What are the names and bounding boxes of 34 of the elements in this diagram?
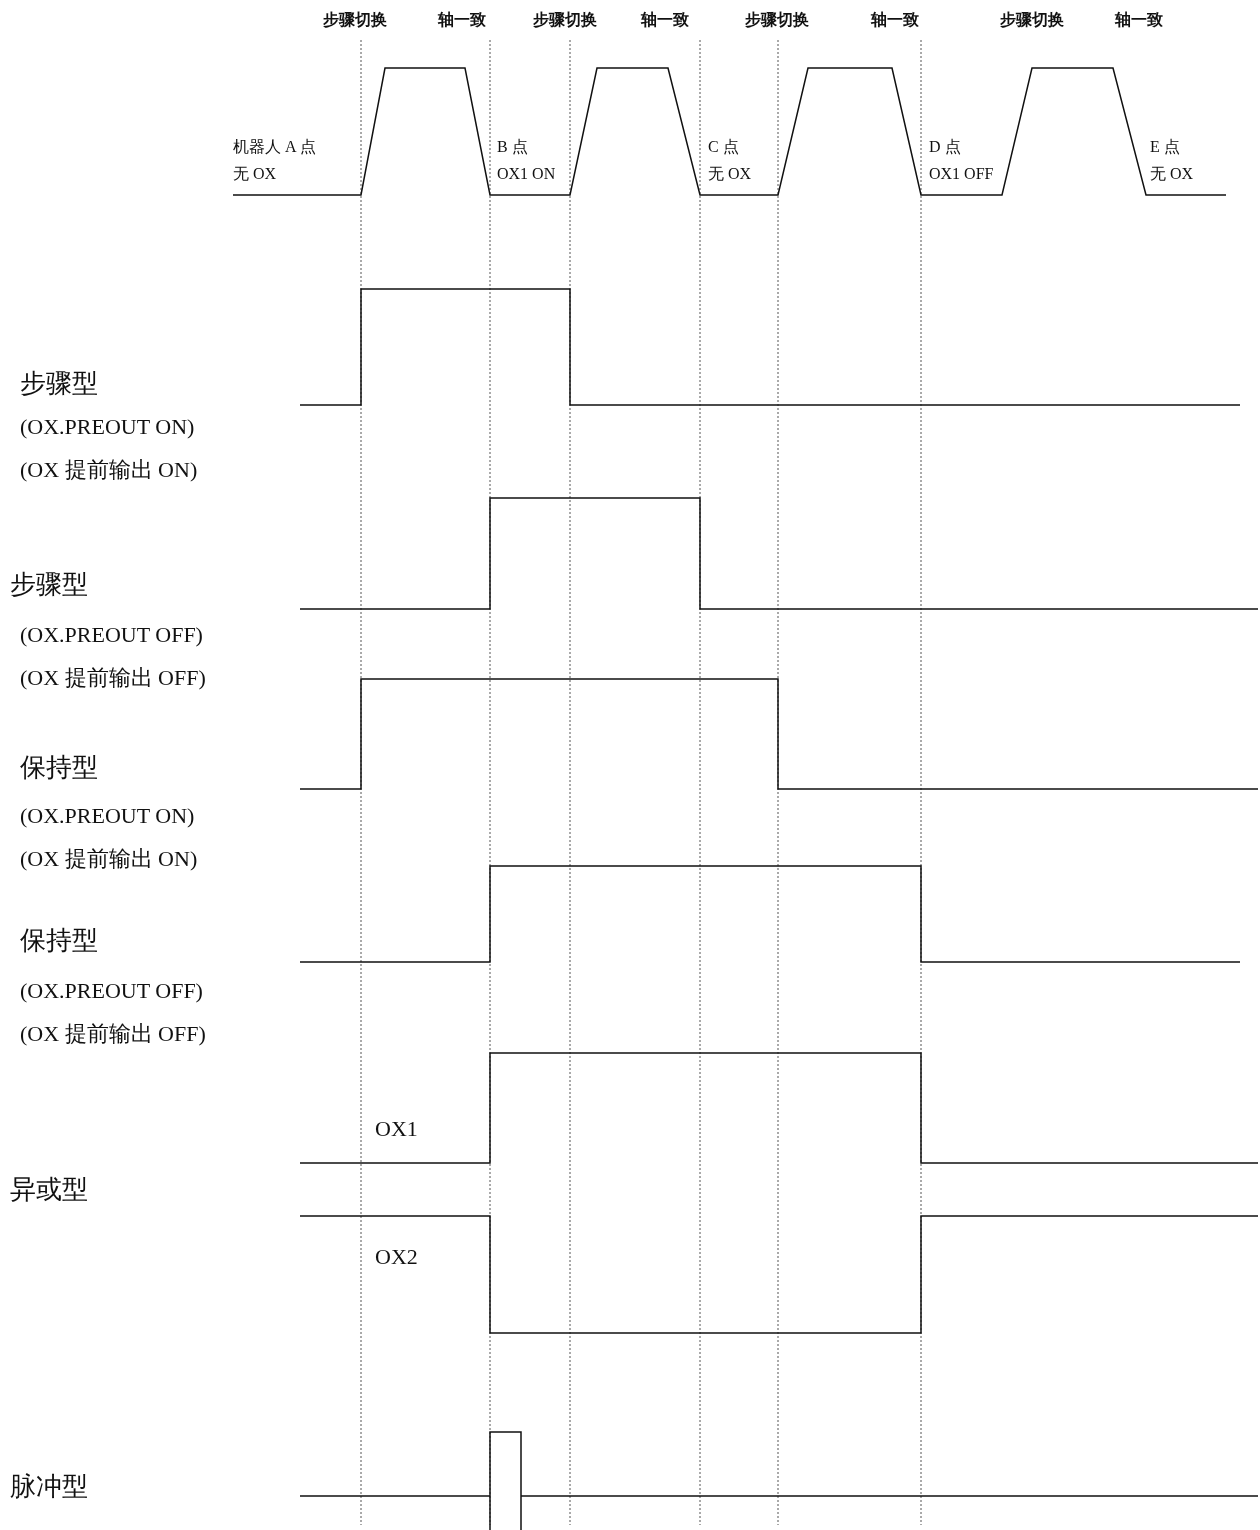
signal-name: OX1 [375,1115,418,1141]
phase-label: 步骤切换 [323,11,387,30]
phase-label: 步骤切换 [745,11,809,30]
point-label: D 点 [929,138,961,157]
signal-label: 步骤型 [10,570,88,600]
point-label: B 点 [497,138,528,157]
phase-label: 轴一致 [871,11,919,30]
phase-label: 步骤切换 [533,11,597,30]
signal-note: (OX 提前输出 OFF) [20,664,206,690]
point-label: C 点 [708,138,739,157]
signal-label: 步骤型 [20,369,98,399]
signal-note: (OX.PREOUT ON) [20,802,195,828]
phase-label: 轴一致 [641,11,689,30]
signal-note: (OX.PREOUT OFF) [20,977,203,1003]
phase-label: 步骤切换 [1000,11,1064,30]
signal-label: 保持型 [20,753,98,783]
phase-label: 轴一致 [1115,11,1163,30]
point-label: OX1 ON [497,165,556,184]
signal-label: 脉冲型 [10,1472,88,1502]
signal-note: (OX.PREOUT OFF) [20,621,203,647]
phase-label: 轴一致 [438,11,486,30]
signal-name: OX2 [375,1243,418,1269]
point-label: 机器人 A 点 [233,138,316,157]
point-label: 无 OX [1150,165,1194,184]
signal-note: (OX.PREOUT ON) [20,413,195,439]
signal-note: (OX 提前输出 OFF) [20,1020,206,1046]
signal-label: 保持型 [20,926,98,956]
point-label: 无 OX [708,165,752,184]
point-label: E 点 [1150,138,1180,157]
point-label: 无 OX [233,165,277,184]
signal-note: (OX 提前输出 ON) [20,845,198,871]
signal-label: 异或型 [10,1175,88,1205]
signal-note: (OX 提前输出 ON) [20,456,198,482]
point-label: OX1 OFF [929,165,994,184]
